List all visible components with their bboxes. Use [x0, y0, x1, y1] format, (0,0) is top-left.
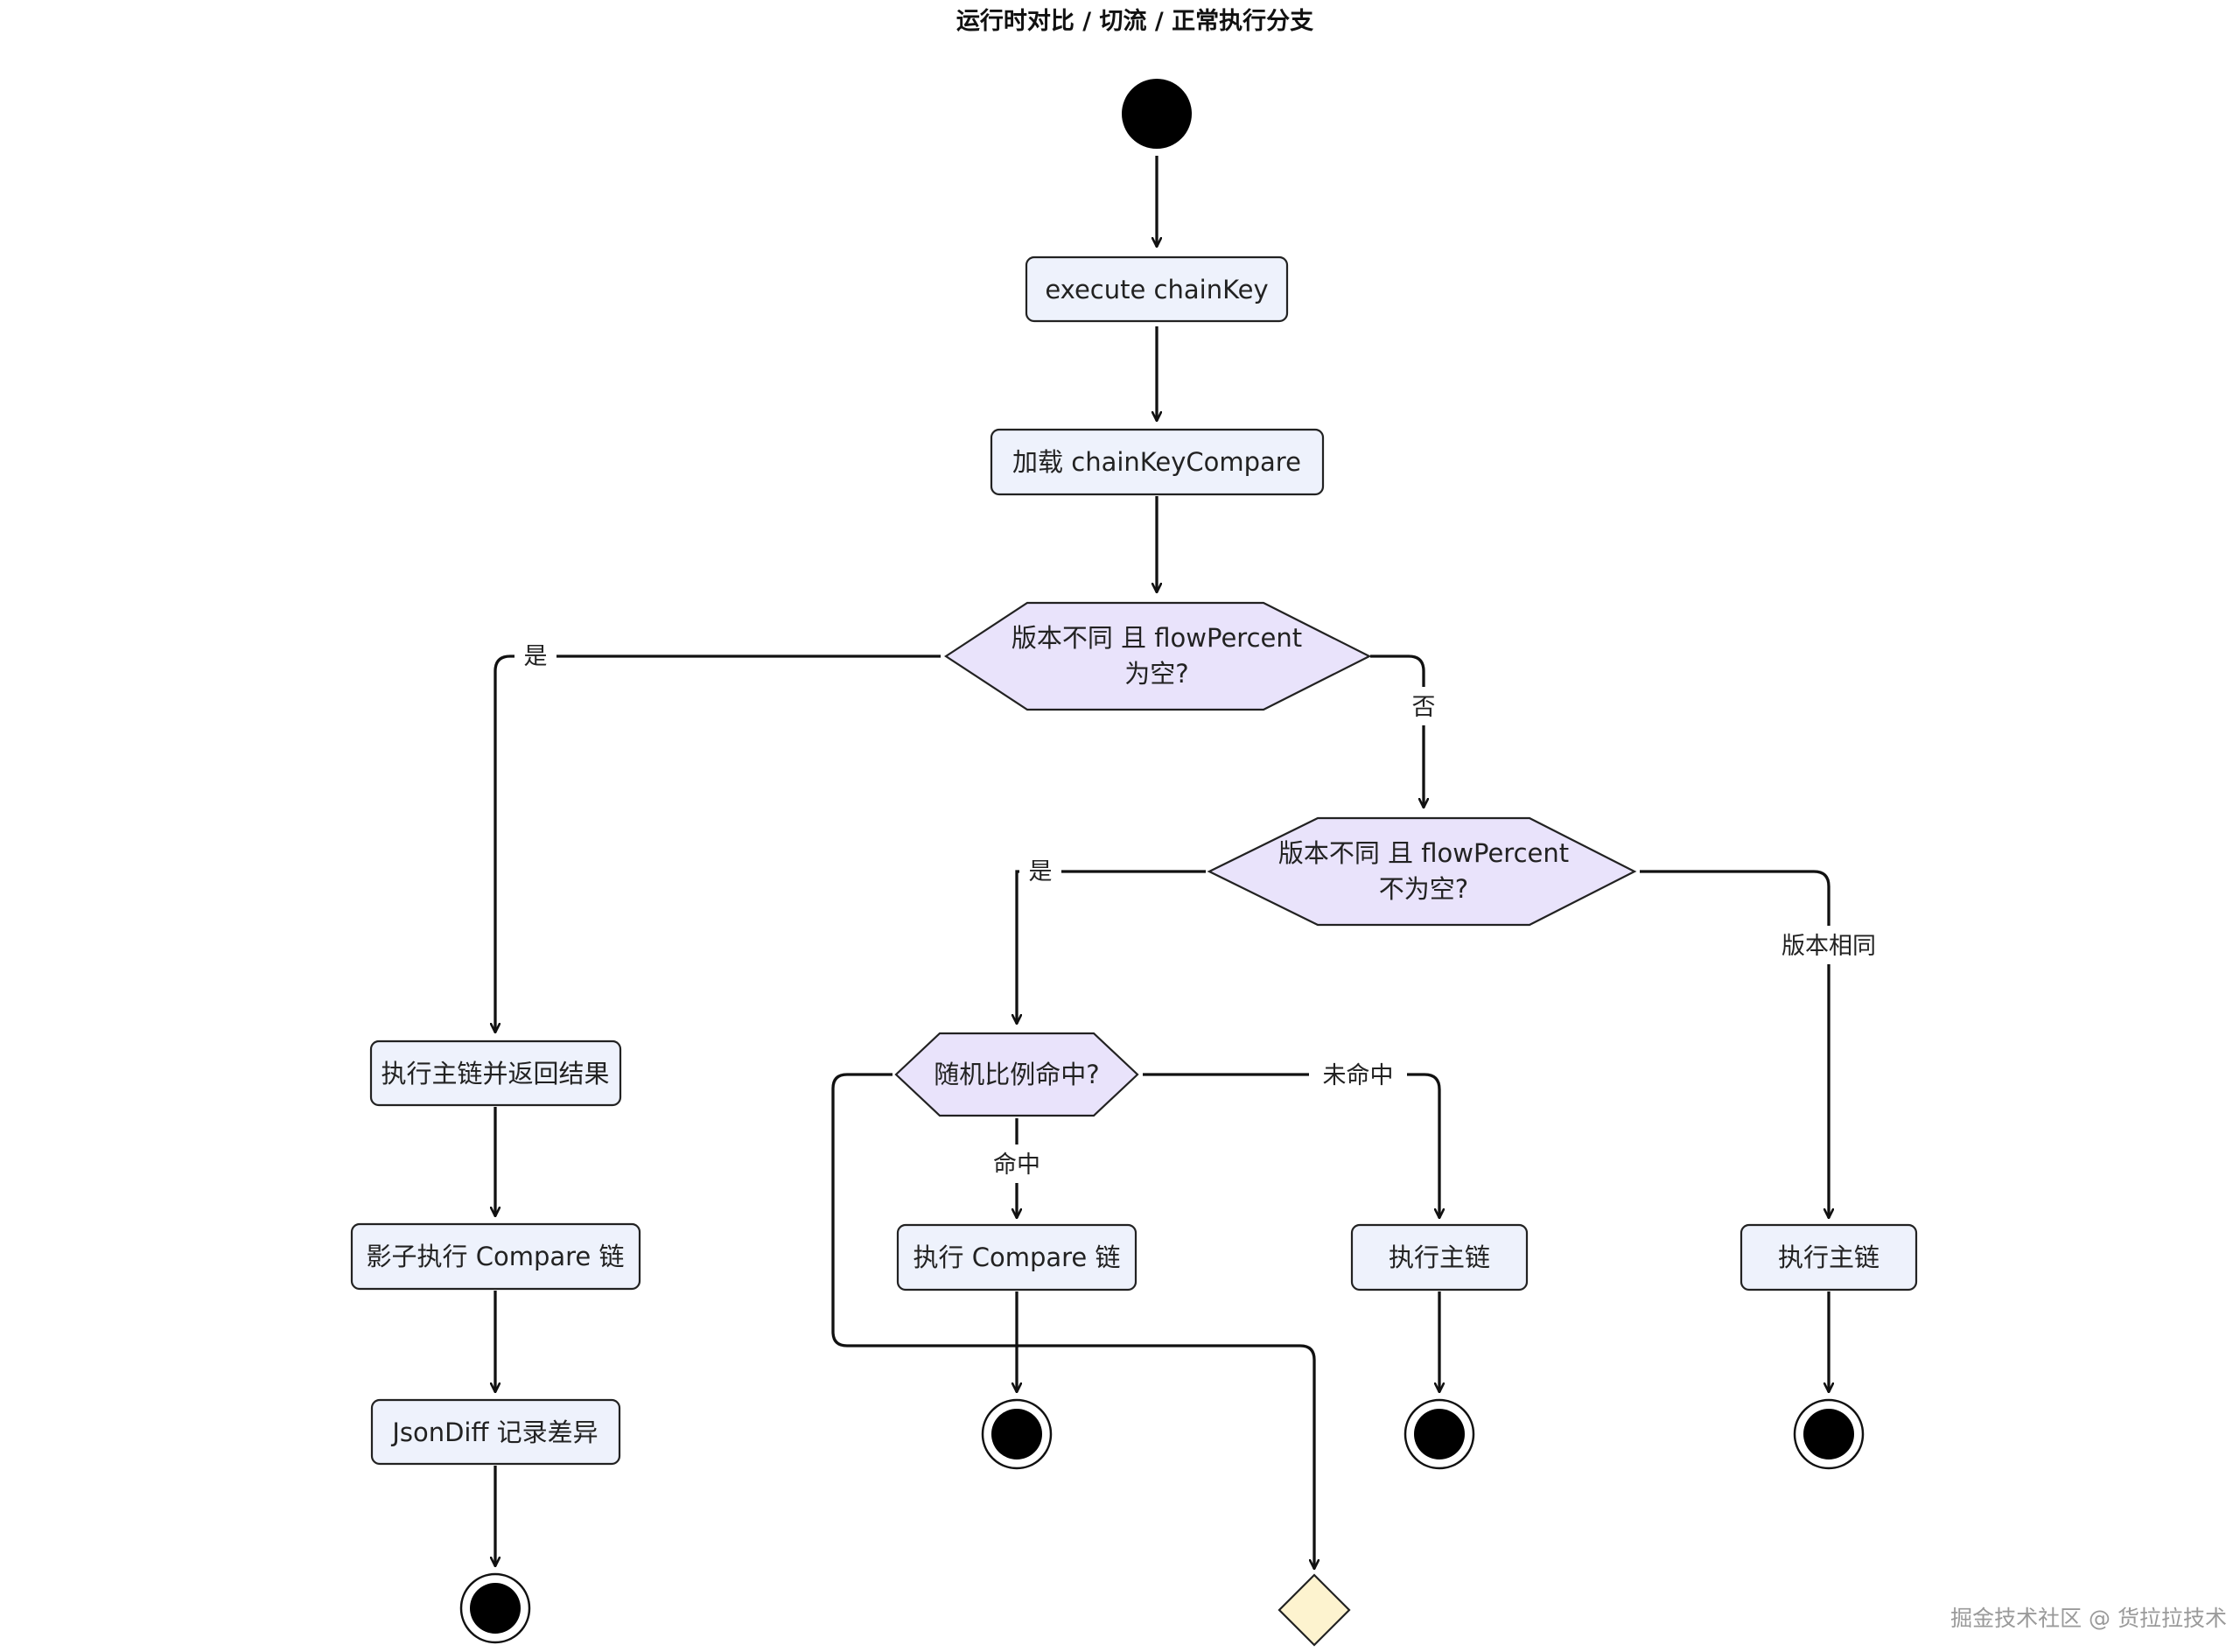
- label-decision3-miss: 未命中: [1323, 1062, 1394, 1089]
- end-node-compare: [981, 1398, 1053, 1470]
- action-load-compare-label: 加载 chainKeyCompare: [1012, 447, 1301, 477]
- decision-version-diff-notempty-line1: 版本不同 且 flowPercent: [1278, 838, 1569, 868]
- label-decision3-hit: 命中: [993, 1152, 1040, 1179]
- watermark: 掘金技术社区 @ 货拉拉技术: [1950, 1606, 2227, 1631]
- action-execute-chainkey-label: execute chainKey: [1045, 275, 1268, 304]
- decision-version-diff-notempty-line2: 不为空?: [1379, 874, 1468, 904]
- edge-decision1-no: [1370, 654, 1424, 808]
- merge-node: [1278, 1573, 1351, 1647]
- action-exec-main-same-label: 执行主链: [1778, 1242, 1880, 1272]
- label-decision1-no: 否: [1412, 694, 1436, 721]
- action-execute-chainkey: [1025, 256, 1289, 323]
- action-exec-main-return-label: 执行主链并返回结果: [381, 1059, 609, 1088]
- edge-decision1-yes: [495, 654, 941, 1032]
- label-decision2-yes: 是: [1029, 858, 1053, 886]
- decision-random-hit-label: 随机比例命中?: [934, 1060, 1099, 1089]
- label-decision2-same: 版本相同: [1782, 933, 1876, 960]
- start-node: [1122, 79, 1192, 149]
- decision-version-diff-empty-line2: 为空?: [1124, 659, 1188, 689]
- edge-decision3-loop: [831, 1073, 1314, 1569]
- end-node-left: [459, 1572, 531, 1644]
- action-exec-compare: [896, 1223, 1138, 1292]
- action-exec-main-return: [369, 1040, 622, 1107]
- edge-decision2-yes: [1017, 870, 1206, 1024]
- decision-version-diff-notempty: [1207, 816, 1637, 927]
- action-exec-main-same: [1740, 1223, 1918, 1292]
- edge-decision3-miss: [1143, 1073, 1439, 1218]
- end-node-main-miss: [1404, 1398, 1475, 1470]
- action-jsondiff: [370, 1398, 621, 1466]
- edge-decision2-same: [1640, 870, 1829, 1218]
- action-shadow-compare: [350, 1222, 641, 1291]
- action-jsondiff-label: JsonDiff 记录差异: [390, 1418, 598, 1447]
- action-exec-main-miss: [1350, 1223, 1529, 1292]
- label-decision1-yes: 是: [524, 643, 548, 670]
- diagram-title: 运行时对比 / 切流 / 正常执行分支: [956, 7, 1313, 35]
- decision-random-hit: [894, 1032, 1139, 1117]
- end-node-main-same: [1793, 1398, 1865, 1470]
- decision-version-diff-empty-line1: 版本不同 且 flowPercent: [1012, 623, 1302, 653]
- action-exec-main-miss-label: 执行主链: [1389, 1242, 1490, 1272]
- action-load-compare: [990, 428, 1325, 496]
- decision-version-diff-empty: [943, 601, 1372, 711]
- action-exec-compare-label: 执行 Compare 链: [914, 1242, 1121, 1272]
- action-shadow-compare-label: 影子执行 Compare 链: [367, 1242, 625, 1271]
